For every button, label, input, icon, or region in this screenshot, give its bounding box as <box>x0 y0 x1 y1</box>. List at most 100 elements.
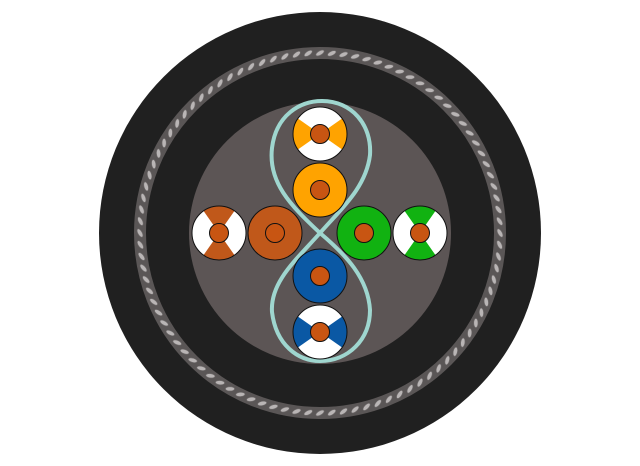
shield-strand <box>492 193 501 202</box>
shield-strand <box>452 346 458 357</box>
shield-strand <box>424 87 435 93</box>
pair-separator-spline <box>269 98 373 364</box>
shield-strand <box>215 380 225 386</box>
copper-core <box>410 223 430 243</box>
shield-strand <box>246 396 256 402</box>
shield-strand <box>327 409 337 417</box>
shield-strand <box>142 275 151 284</box>
shield-strand <box>460 337 466 348</box>
shield-strand <box>405 74 415 80</box>
shield-strand <box>327 50 337 57</box>
shield-strand <box>196 365 207 371</box>
conductor-white-orange <box>292 106 348 162</box>
shield-strand <box>385 395 393 404</box>
shield-strand <box>415 80 425 86</box>
shield-strand <box>235 392 246 397</box>
shield-strand <box>496 240 503 250</box>
shield-strand <box>303 49 313 57</box>
shield-strand <box>416 378 424 388</box>
shield-strand <box>269 55 278 64</box>
shield-strand <box>154 309 163 317</box>
shield-strand <box>161 138 167 148</box>
shield-strand <box>165 329 175 337</box>
shield-strand <box>140 193 147 203</box>
conductor-outline <box>191 205 247 261</box>
conductor-white-green <box>392 205 448 261</box>
shield-strand <box>187 357 198 363</box>
shield-strand <box>156 148 161 159</box>
shield-strand <box>149 298 158 306</box>
shield-strand <box>225 386 235 392</box>
shield-strand <box>303 409 313 416</box>
shield-strand <box>174 118 180 129</box>
shield-strands <box>136 49 504 417</box>
shield-strand <box>477 149 486 157</box>
shield-strand <box>136 228 144 238</box>
shield-strand <box>426 371 433 381</box>
shield-strand <box>361 56 372 62</box>
conductor-outline <box>392 205 448 261</box>
conductor-brown <box>247 205 303 261</box>
shield-strand <box>338 51 349 58</box>
shield-strand <box>486 171 495 179</box>
shield-strand <box>138 204 145 215</box>
shield-strand <box>471 139 481 147</box>
shield-strand <box>258 58 266 67</box>
shield-strand <box>137 216 144 226</box>
shield-strand <box>396 390 404 399</box>
copper-core <box>310 322 330 342</box>
stripe-band <box>292 316 320 348</box>
shield-strand <box>159 319 169 327</box>
copper-core <box>265 223 285 243</box>
shield-strand <box>350 53 360 60</box>
shield-strand <box>339 407 348 416</box>
shield-strand <box>137 252 146 261</box>
shield-strand <box>444 355 450 366</box>
shield-strand <box>374 399 382 408</box>
shield-strand <box>315 49 325 57</box>
shield-strand <box>139 264 148 273</box>
shield-strand <box>406 384 414 394</box>
shield-strand <box>493 263 500 273</box>
stripe-band <box>203 233 235 261</box>
shield-strand <box>496 228 504 238</box>
shield-strand <box>205 373 216 379</box>
stripe-band <box>404 233 436 261</box>
shield-strand <box>151 159 157 169</box>
stripe-band <box>203 205 235 233</box>
shield-strand <box>257 400 267 406</box>
stripe-band <box>292 118 320 150</box>
conductor-white-blue <box>292 304 348 360</box>
shield-strand <box>491 274 497 285</box>
conductor-green <box>336 205 392 261</box>
shield-strand <box>179 348 190 355</box>
stripe-band <box>320 118 348 150</box>
copper-core <box>209 223 229 243</box>
stripe-band <box>320 316 348 348</box>
shield-strand <box>450 111 461 118</box>
shield-strand <box>465 129 475 137</box>
shield-strand <box>147 170 153 180</box>
shield-strand <box>351 405 360 414</box>
shield-strand <box>483 297 489 307</box>
conductor-orange <box>292 162 348 218</box>
shield-strand <box>247 62 255 71</box>
shield-strand <box>473 318 479 328</box>
shield-strand <box>190 100 196 111</box>
conductor-blue <box>292 248 348 304</box>
copper-core <box>354 223 374 243</box>
copper-core <box>310 124 330 144</box>
shield-strand <box>136 240 144 250</box>
shield-strand <box>362 402 371 411</box>
shield-strand <box>292 50 301 59</box>
shield-strand <box>482 160 491 168</box>
shield-strand <box>198 92 205 103</box>
shield-strand <box>167 128 173 138</box>
shield-strand <box>442 103 453 109</box>
shield-strand <box>494 205 503 214</box>
conductor-white-brown <box>191 205 247 261</box>
shield-strand <box>479 307 484 318</box>
shield-strand <box>489 182 498 191</box>
conductor-outline <box>292 304 348 360</box>
